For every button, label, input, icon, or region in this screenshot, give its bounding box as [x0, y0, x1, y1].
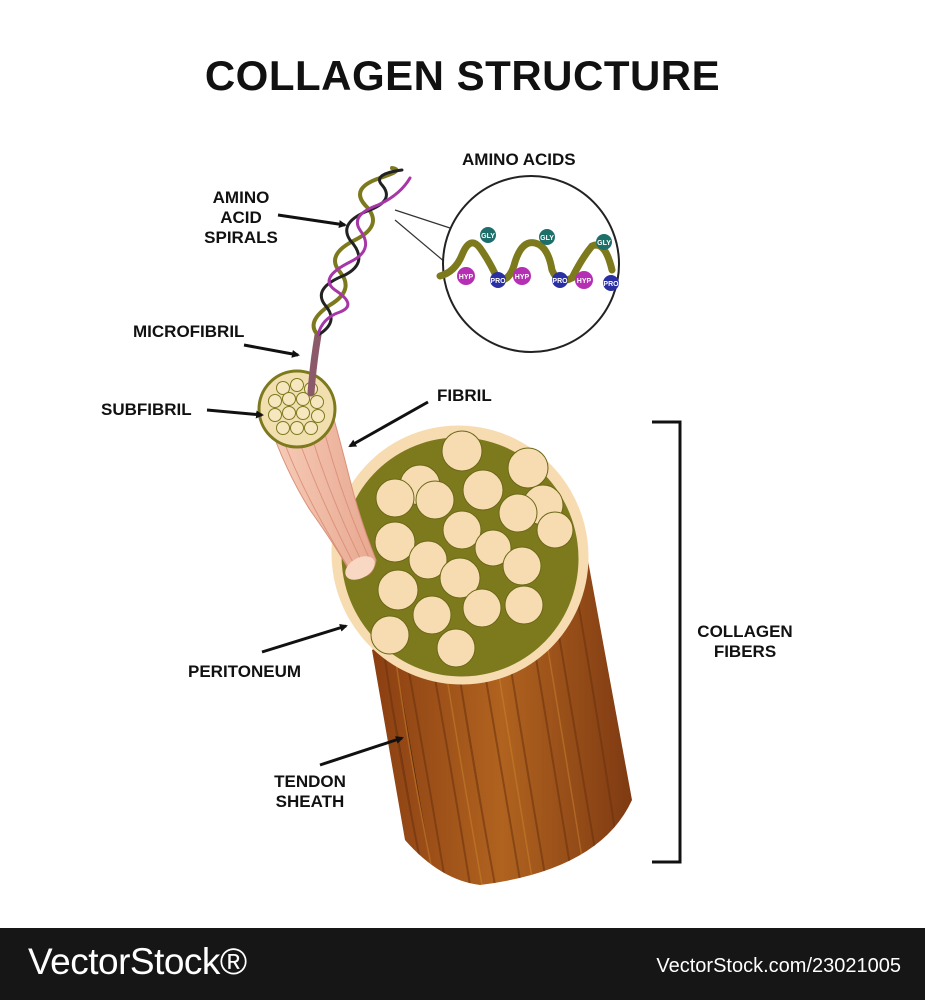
svg-text:PRO: PRO: [603, 281, 619, 288]
amino-acids-zoom: [394, 175, 620, 353]
gly-bead-1: GLY: [480, 227, 496, 243]
pro-bead-3: PRO: [603, 275, 619, 291]
arrow-amino-acid-spirals: [277, 213, 347, 229]
svg-text:GLY: GLY: [481, 233, 495, 240]
svg-text:PRO: PRO: [490, 278, 506, 285]
pro-bead-1: PRO: [490, 272, 506, 288]
arrow-peritoneum: [261, 623, 348, 654]
watermark-id: VectorStock.com/23021005: [656, 955, 901, 977]
gly-bead-3: GLY: [596, 234, 612, 250]
subfibril-cross-section: [257, 369, 337, 449]
hyp-bead-3: HYP: [575, 271, 593, 289]
page-title: COLLAGEN STRUCTURE: [204, 52, 721, 99]
label-amino-acid-spirals: AMINO ACID SPIRALS: [204, 188, 278, 247]
arrow-microfibril: [243, 343, 300, 358]
label-peritoneum: PERITONEUM: [188, 662, 302, 681]
gly-bead-2: GLY: [539, 229, 555, 245]
tendon-bundle: [372, 528, 632, 885]
svg-text:GLY: GLY: [597, 240, 611, 247]
label-collagen-fibers: COLLAGEN FIBERS: [697, 622, 793, 661]
pointer-arrows: [206, 213, 429, 767]
collagen-diagram: GLY HYP PRO GLY HYP PRO GLY HYP PRO: [206, 166, 682, 885]
label-microfibril: MICROFIBRIL: [133, 322, 245, 341]
arrow-tendon-sheath: [319, 736, 404, 767]
amino-acid-beads: GLY HYP PRO GLY HYP PRO GLY HYP PRO: [457, 227, 619, 291]
amino-acid-spirals: [311, 166, 412, 337]
svg-text:HYP: HYP: [459, 274, 474, 281]
watermark-footer: VectorStock® VectorStock.com/23021005: [0, 928, 925, 1000]
label-fibril: FIBRIL: [437, 386, 492, 405]
fiber-circles: [370, 430, 574, 668]
arrow-fibril: [348, 400, 429, 448]
svg-text:GLY: GLY: [540, 235, 554, 242]
label-tendon-sheath: TENDON SHEATH: [274, 772, 346, 811]
label-amino-acids: AMINO ACIDS: [462, 150, 576, 169]
svg-text:HYP: HYP: [515, 274, 530, 281]
collagen-fibers-bracket: [652, 420, 682, 864]
microfibril: [307, 331, 322, 397]
label-subfibril: SUBFIBRIL: [101, 400, 192, 419]
hyp-bead-1: HYP: [457, 267, 475, 285]
pro-bead-2: PRO: [552, 272, 568, 288]
hyp-bead-2: HYP: [513, 267, 531, 285]
arrow-subfibril: [206, 408, 264, 419]
svg-text:HYP: HYP: [577, 278, 592, 285]
svg-text:PRO: PRO: [552, 278, 568, 285]
watermark-logo: VectorStock®: [28, 941, 247, 982]
fiber-cross-section: [331, 425, 589, 685]
